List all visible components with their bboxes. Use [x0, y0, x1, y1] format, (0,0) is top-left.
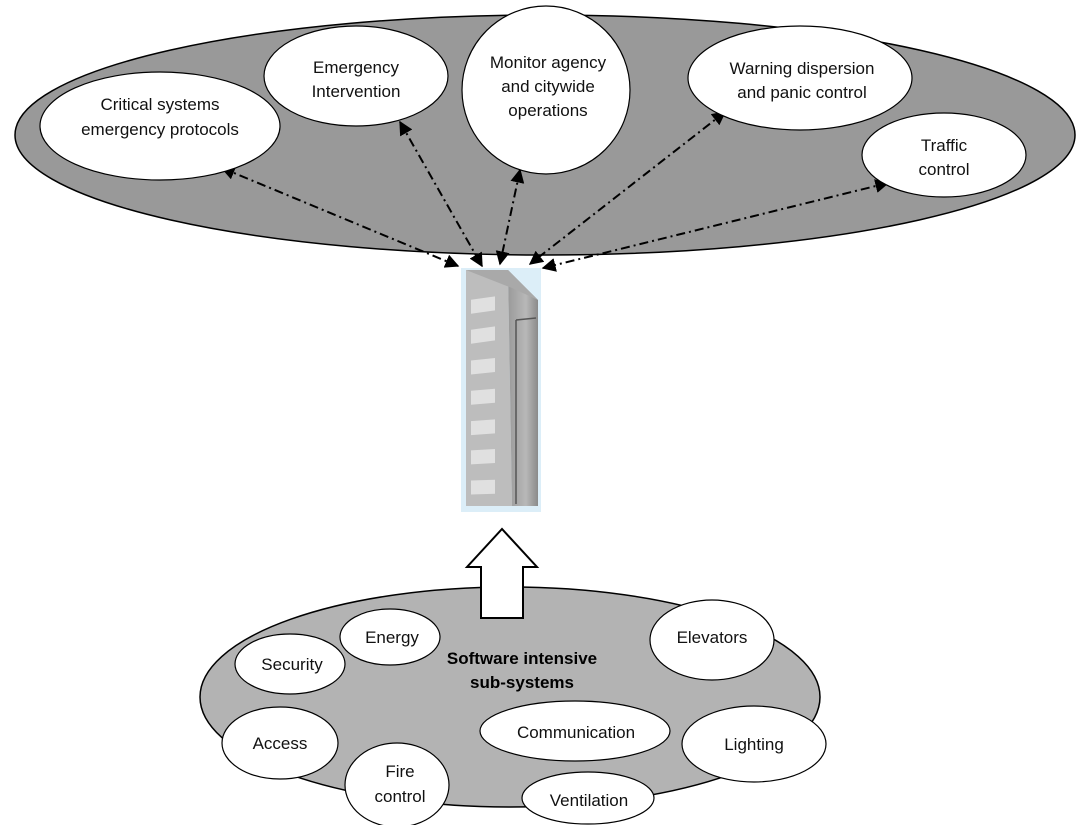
node-monitor-agency: Monitor agency and citywide operations [461, 5, 631, 175]
node-fire-control: Fire control [344, 742, 450, 825]
node-monitor-line1: Monitor agency [490, 53, 607, 72]
link-intervention [399, 120, 483, 268]
node-warning-line2: and panic control [737, 83, 866, 102]
node-critical-line1: Critical systems [100, 95, 219, 114]
up-arrow-icon [464, 527, 540, 619]
node-elevators-label: Elevators [677, 628, 748, 647]
node-emergency-intervention: Emergency Intervention [263, 25, 449, 127]
node-critical-line2: emergency protocols [81, 120, 239, 139]
node-fire-line2: control [374, 787, 425, 806]
node-intervention-line1: Emergency [313, 58, 399, 77]
building-icon [461, 268, 541, 512]
link-traffic [541, 179, 890, 272]
node-ventilation: Ventilation [521, 771, 655, 825]
node-traffic-control: Traffic control [861, 112, 1027, 198]
node-traffic-line2: control [918, 160, 969, 179]
connectors [220, 111, 890, 272]
node-elevators: Elevators [649, 599, 775, 681]
node-lighting-label: Lighting [724, 735, 784, 754]
link-monitor [495, 168, 525, 266]
node-intervention-line2: Intervention [312, 82, 401, 101]
node-security: Security [234, 633, 346, 695]
node-energy: Energy [339, 608, 441, 666]
node-fire-line1: Fire [385, 762, 414, 781]
node-energy-label: Energy [365, 628, 419, 647]
link-warning [528, 111, 727, 265]
node-lighting: Lighting [681, 705, 827, 783]
node-communication: Communication [479, 700, 671, 762]
node-monitor-line3: operations [508, 101, 587, 120]
node-warning-line1: Warning dispersion [730, 59, 875, 78]
node-security-label: Security [261, 655, 323, 674]
node-critical-systems: Critical systems emergency protocols [39, 71, 281, 181]
node-traffic-line1: Traffic [921, 136, 968, 155]
node-access-label: Access [253, 734, 308, 753]
bottom-cluster-title-line1: Software intensive [447, 649, 597, 668]
node-monitor-line2: and citywide [501, 77, 595, 96]
node-access: Access [221, 706, 339, 780]
node-communication-label: Communication [517, 723, 635, 742]
node-ventilation-label: Ventilation [550, 791, 628, 810]
node-warning-dispersion: Warning dispersion and panic control [687, 25, 913, 131]
bottom-cluster-title-line2: sub-systems [470, 673, 574, 692]
